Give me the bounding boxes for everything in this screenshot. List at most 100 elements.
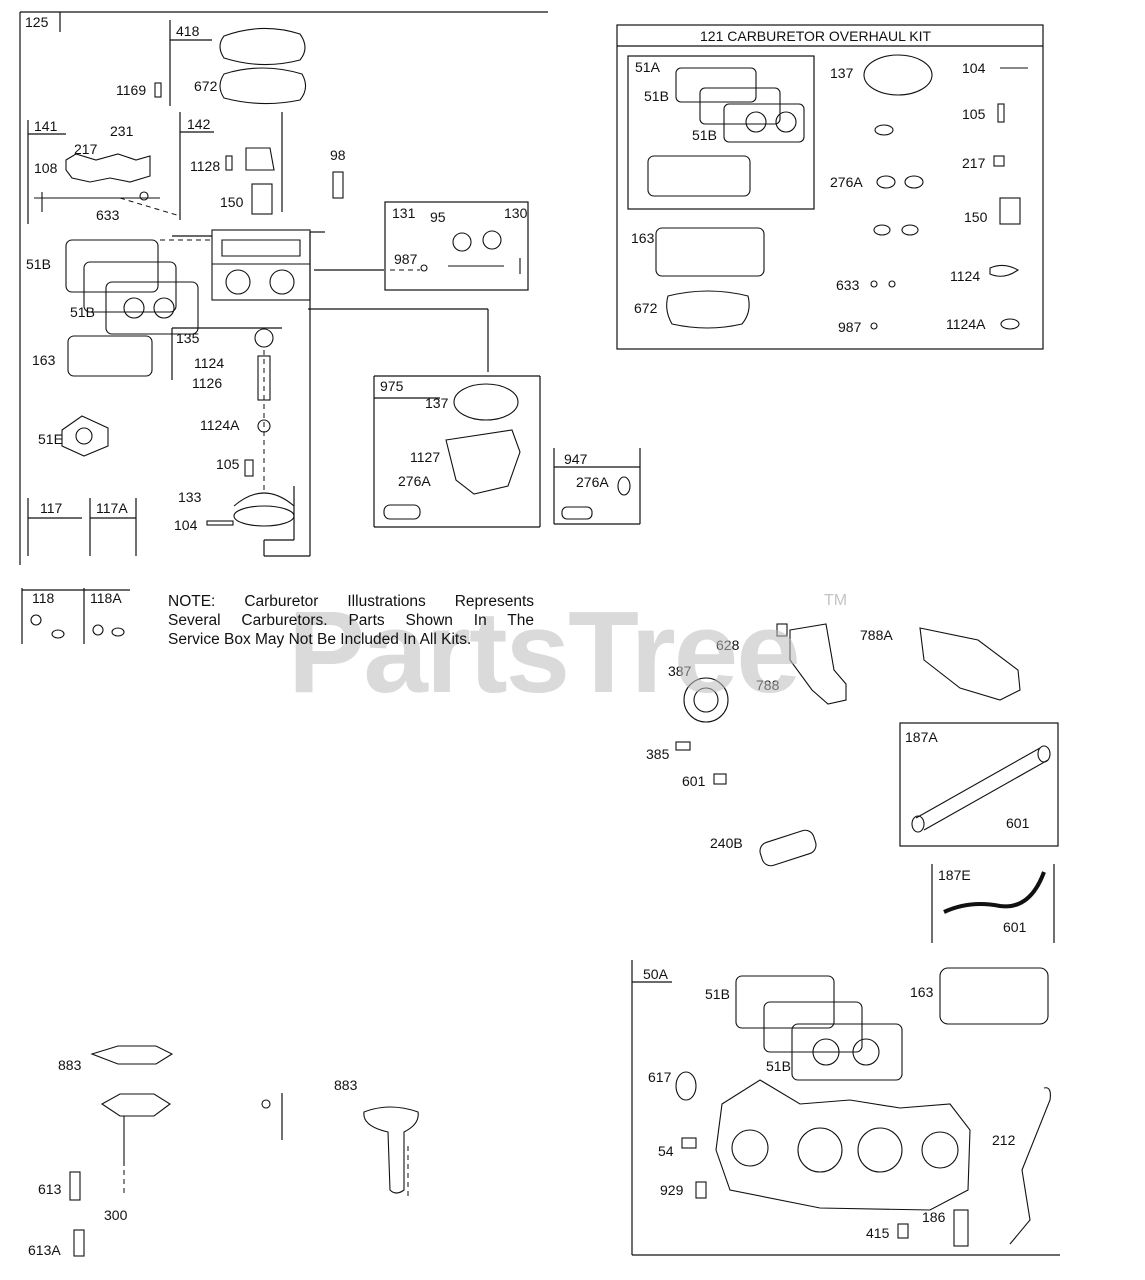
- kit-label-104: 104: [962, 60, 986, 76]
- label-51e: 51E: [38, 431, 63, 447]
- label-672: 672: [194, 78, 218, 94]
- label-212: 212: [992, 1132, 1016, 1148]
- kit-label-217: 217: [962, 155, 986, 171]
- parts-975: [383, 383, 521, 520]
- label-276a: 276A: [398, 473, 431, 489]
- kit-label-105: 105: [962, 106, 986, 122]
- label-163: 163: [32, 352, 56, 368]
- label-54: 54: [658, 1143, 674, 1159]
- bracket-141: [65, 153, 151, 183]
- air-cleaner-gasket-672: [219, 67, 307, 105]
- label-104: 104: [174, 517, 198, 533]
- label-98: 98: [330, 147, 346, 163]
- label-300: 300: [104, 1207, 128, 1223]
- label-130: 130: [504, 205, 528, 221]
- box-947: [553, 448, 641, 525]
- label-628: 628: [716, 637, 740, 653]
- label-118a: 118A: [90, 590, 122, 606]
- label-135: 135: [176, 330, 200, 346]
- kit-label-276a: 276A: [830, 174, 863, 190]
- label-131: 131: [392, 205, 416, 221]
- kit-label-1124: 1124: [950, 268, 980, 284]
- watermark: PartsTree: [288, 587, 801, 717]
- label-117: 117: [40, 500, 63, 516]
- label-117a: 117A: [96, 500, 128, 516]
- label-118: 118: [32, 590, 55, 606]
- part-150: [251, 183, 273, 215]
- screw-1128: [225, 155, 233, 171]
- fuel-line-187e: [943, 871, 1046, 914]
- kit-label-163: 163: [631, 230, 655, 246]
- float-assembly-135: [244, 328, 274, 477]
- manifold-50a: [675, 967, 1051, 1247]
- adaptor-parts: [69, 1045, 419, 1257]
- label-883-left: 883: [58, 1057, 82, 1073]
- kit-label-987: 987: [838, 319, 862, 335]
- label-788: 788: [756, 677, 780, 693]
- label-385: 385: [646, 746, 670, 762]
- label-95: 95: [430, 209, 446, 225]
- kit-label-51b-b: 51B: [692, 127, 717, 143]
- screw-633: [139, 191, 149, 201]
- kit-label-633: 633: [836, 277, 860, 293]
- label-50a: 50A: [643, 966, 669, 982]
- float-bowl-133: [206, 492, 295, 527]
- kit-label-51a: 51A: [635, 59, 661, 75]
- parts-131: [420, 230, 521, 274]
- label-788a: 788A: [860, 627, 893, 643]
- label-125: 125: [25, 14, 49, 30]
- label-51b-bottom: 51B: [70, 304, 95, 320]
- label-883-right: 883: [334, 1077, 358, 1093]
- label-947: 947: [564, 451, 588, 467]
- air-cleaner-gasket-418: [219, 27, 306, 66]
- kit-label-150: 150: [964, 209, 988, 225]
- gasket-163: [67, 335, 153, 377]
- parts-947: [561, 476, 631, 520]
- watermark-tm: TM: [824, 592, 848, 609]
- label-187e: 187E: [938, 867, 971, 883]
- kit-label-51b-a: 51B: [644, 88, 669, 104]
- label-231: 231: [110, 123, 134, 139]
- label-1124a: 1124A: [200, 417, 240, 433]
- box-131: [384, 201, 529, 291]
- frame-118: [21, 588, 130, 644]
- label-137: 137: [425, 395, 449, 411]
- screw-1169: [154, 82, 162, 98]
- kit-label-1124a: 1124A: [946, 316, 986, 332]
- plate-142: [245, 147, 275, 171]
- label-51b-manifold-b: 51B: [766, 1058, 791, 1074]
- label-142: 142: [187, 116, 211, 132]
- label-1126: 1126: [192, 375, 222, 391]
- label-601-187a: 601: [1006, 815, 1030, 831]
- label-415: 415: [866, 1225, 890, 1241]
- note-line: Several Carburetors. Parts Shown In The: [168, 612, 534, 629]
- label-975: 975: [380, 378, 404, 394]
- label-240b: 240B: [710, 835, 743, 851]
- label-187a: 187A: [905, 729, 938, 745]
- label-1128: 1128: [190, 158, 220, 174]
- label-108: 108: [34, 160, 58, 176]
- label-929: 929: [660, 1182, 684, 1198]
- label-987: 987: [394, 251, 418, 267]
- overhaul-kit-box: [616, 24, 1044, 350]
- label-276a-947: 276A: [576, 474, 609, 490]
- label-141: 141: [34, 118, 58, 134]
- label-601: 601: [682, 773, 706, 789]
- note-text: NOTE: Carburetor Illustrations Represent…: [168, 592, 534, 649]
- label-51b-manifold-a: 51B: [705, 986, 730, 1002]
- label-418: 418: [176, 23, 200, 39]
- label-133: 133: [178, 489, 202, 505]
- label-613a: 613A: [28, 1242, 61, 1258]
- label-1127: 1127: [410, 449, 440, 465]
- gasket-51e: [61, 415, 109, 457]
- gaskets-51b: [65, 239, 199, 335]
- fuel-line-187a: [911, 745, 1051, 833]
- label-387: 387: [668, 663, 692, 679]
- label-601-187e: 601: [1003, 919, 1027, 935]
- label-105: 105: [216, 456, 240, 472]
- note-line: NOTE: Carburetor Illustrations Represent…: [168, 593, 534, 610]
- label-613: 613: [38, 1181, 62, 1197]
- label-150: 150: [220, 194, 244, 210]
- box-187a: [899, 722, 1059, 847]
